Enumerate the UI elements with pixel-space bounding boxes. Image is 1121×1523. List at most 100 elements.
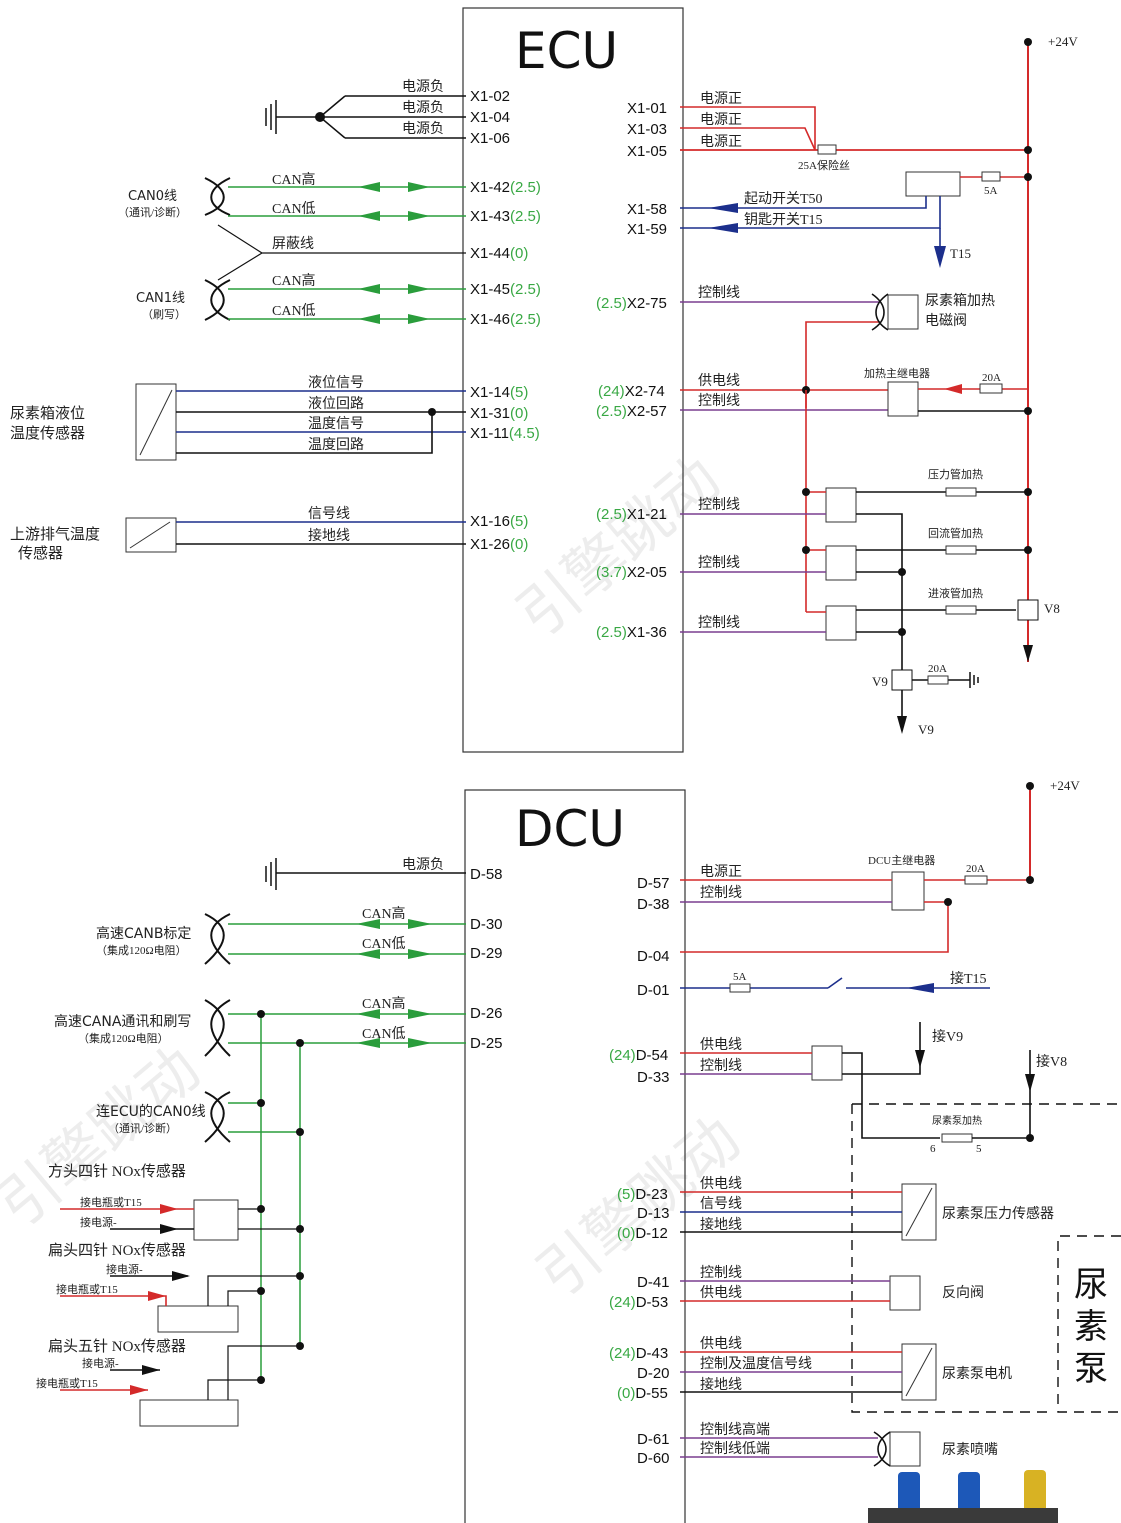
- nox-connector-icon: [139, 1399, 239, 1427]
- pin-id: X1-16: [470, 513, 510, 530]
- pin-id: X1-26: [470, 536, 510, 553]
- wire-label: 电源正: [700, 134, 742, 150]
- pin-id: D-01: [637, 982, 670, 999]
- pin-id: D-29: [470, 945, 503, 962]
- pin-id: X1-42: [470, 179, 510, 196]
- ecu-right-pins: X1-01 X1-03 X1-05 X1-58 X1-59 (2.5)X2-75…: [596, 100, 667, 641]
- svg-text:D-61: D-61: [637, 1431, 670, 1448]
- fuse-label: 20A: [966, 863, 985, 875]
- pin-id: X1-05: [627, 143, 667, 160]
- wire-label: CAN低: [362, 936, 406, 952]
- ground-icon: [265, 858, 466, 890]
- wire-label: 液位回路: [308, 396, 364, 412]
- svg-text:X1-04: X1-04: [470, 109, 510, 126]
- wire-label: CAN高: [272, 272, 316, 289]
- wire-label: 信号线: [308, 506, 350, 522]
- pin-id: X1-46: [470, 311, 510, 328]
- wire-label: 供电线: [700, 1336, 742, 1352]
- svg-text:D-04: D-04: [637, 948, 670, 965]
- pin-value: (2.5): [596, 506, 627, 523]
- wire-label: 接地线: [700, 1216, 742, 1233]
- svg-text:X1-16(5): X1-16(5): [470, 513, 528, 530]
- wire-label: 电源负: [402, 857, 444, 873]
- pin-id: X1-11: [470, 425, 509, 442]
- pin-value: (0): [510, 405, 528, 422]
- pin-id: X1-31: [470, 405, 510, 422]
- nozzle-icon: [889, 1431, 921, 1467]
- nox-wire-label: 接电瓶或T15: [56, 1282, 118, 1296]
- pin-value: (5): [510, 513, 528, 530]
- pin-id: D-20: [637, 1365, 670, 1382]
- pin-id: D-54: [636, 1047, 669, 1064]
- svg-text:D-01: D-01: [637, 982, 670, 999]
- svg-text:X1-43(2.5): X1-43(2.5): [470, 208, 541, 225]
- tank-heater-valve-icon: [887, 294, 919, 330]
- pin-value: (4.5): [509, 425, 540, 442]
- pin-id: X1-59: [627, 221, 667, 238]
- svg-text:X1-05: X1-05: [627, 143, 667, 160]
- wire-label: 控制线高端: [700, 1421, 770, 1438]
- fuse-label: 5A: [733, 971, 747, 983]
- dcu-box: [464, 789, 686, 1523]
- svg-text:(24)X2-74: (24)X2-74: [598, 383, 665, 400]
- wire-label: 电源正: [700, 112, 742, 128]
- pin-id: X1-44: [470, 245, 510, 262]
- svg-text:(3.7)X2-05: (3.7)X2-05: [596, 564, 667, 581]
- pump-motor-label: 尿素泵电机: [942, 1366, 1012, 1382]
- svg-text:D-38: D-38: [637, 896, 670, 913]
- can1-sub: （刷写）: [142, 308, 186, 321]
- fuse-label: 5A: [984, 185, 998, 197]
- nox-wire-label: 接电源-: [82, 1356, 119, 1370]
- nox-connector-icon: [157, 1305, 239, 1333]
- svg-text:X1-45(2.5): X1-45(2.5): [470, 281, 541, 298]
- wire-label: 钥匙开关T15: [744, 212, 823, 228]
- svg-text:D-58: D-58: [470, 866, 503, 883]
- wire-label: 温度信号: [308, 416, 364, 432]
- pin-value: (2.5): [596, 624, 627, 641]
- pin-value: (0): [510, 536, 528, 553]
- pin-value: (2.5): [510, 179, 541, 196]
- svg-text:(24)D-54: (24)D-54: [609, 1047, 668, 1064]
- svg-text:X1-11(4.5): X1-11(4.5): [470, 425, 540, 442]
- reverse-valve-icon: [889, 1275, 921, 1311]
- fuse-icon: [817, 144, 837, 155]
- fuse-icon: [964, 875, 988, 885]
- wire-label: 供电线: [700, 1285, 742, 1301]
- pin-value: (2.5): [596, 403, 627, 420]
- wire-label: 控制及温度信号线: [700, 1356, 812, 1372]
- pump-heater-relay-icon: [811, 1045, 843, 1081]
- svg-text:D-60: D-60: [637, 1450, 670, 1467]
- svg-text:X1-26(0): X1-26(0): [470, 536, 528, 553]
- pipe-heater-relays: [825, 487, 857, 641]
- ecu-title: ECU: [515, 22, 618, 80]
- pin-value: (24): [609, 1047, 636, 1064]
- wire-label: 控制线: [700, 885, 742, 901]
- cana-label: 高速CANA通讯和刷写: [54, 1013, 191, 1030]
- wire-label: CAN低: [362, 1026, 406, 1042]
- wire-label: 屏蔽线: [272, 236, 314, 252]
- pin-id: X1-14: [470, 384, 510, 401]
- wire-label: 控制线: [700, 1058, 742, 1074]
- wire-label: 控制线: [700, 1265, 742, 1281]
- pin-id: D-23: [635, 1186, 668, 1203]
- wire-label: CAN高: [362, 995, 406, 1012]
- cana-twisted-pair-icon: [204, 999, 231, 1057]
- wire-label: 温度回路: [308, 437, 364, 453]
- pin-id: X2-57: [627, 403, 667, 420]
- pin-value: (24): [609, 1345, 636, 1362]
- pump-group-label: 尿: [1074, 1265, 1108, 1305]
- svg-text:X1-02: X1-02: [470, 88, 510, 105]
- can0-sub: （通讯/诊断）: [118, 205, 187, 219]
- can1-label: CAN1线: [136, 291, 185, 306]
- ecu-left-pins: X1-02 X1-04 X1-06 X1-42(2.5) X1-43(2.5) …: [470, 88, 541, 553]
- supply-label: +24V: [1048, 34, 1078, 49]
- canb-twisted-pair-icon: [204, 913, 231, 965]
- can0-label: CAN0线: [128, 189, 177, 204]
- dcu-main-relay-icon: [891, 871, 925, 911]
- heater-label: 压力管加热: [928, 467, 983, 481]
- wire-label: 电源负: [402, 121, 444, 137]
- wire-label: 控制线低端: [700, 1441, 770, 1457]
- fuse-label: 25A保险丝: [798, 158, 850, 172]
- pin-id: D-55: [635, 1385, 668, 1402]
- level-temp-sensor-label: 尿素箱液位: [10, 404, 85, 422]
